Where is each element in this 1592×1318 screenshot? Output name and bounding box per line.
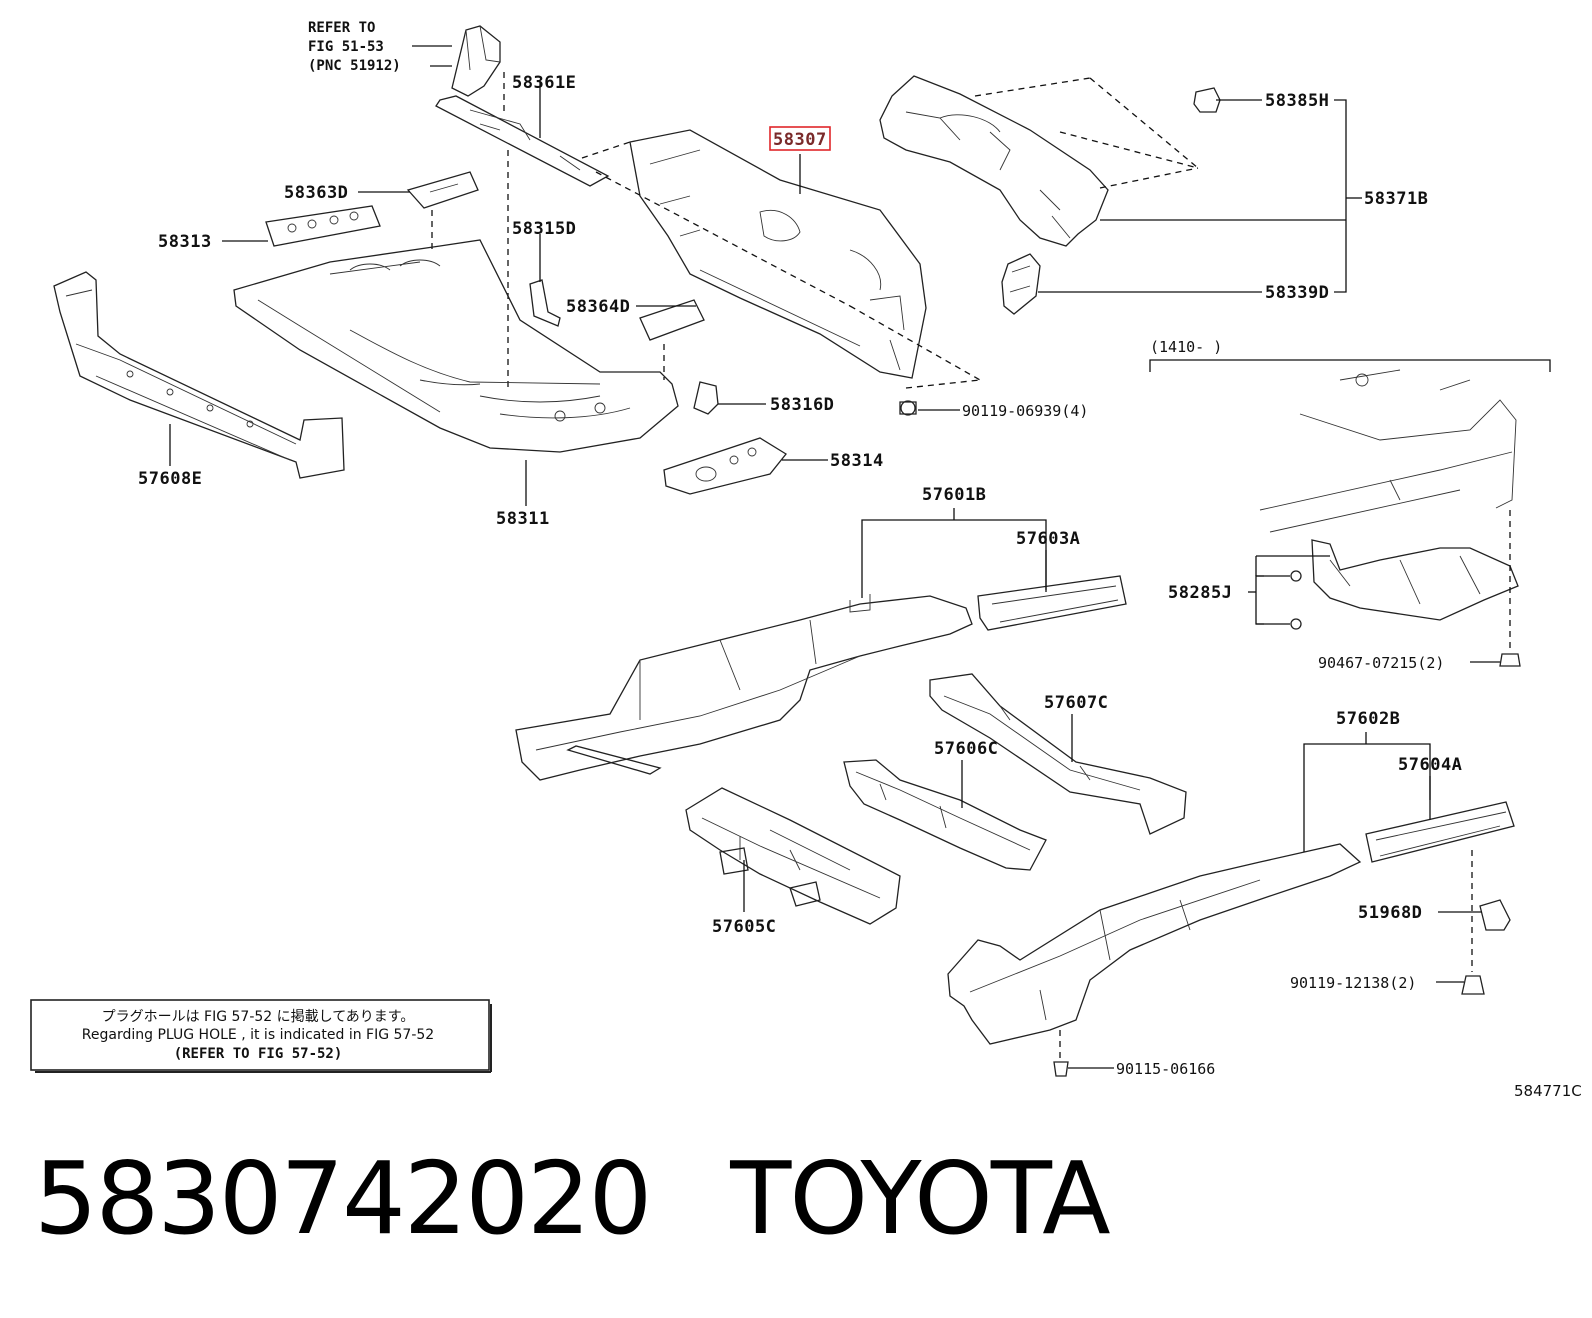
part-58364D: 58364D	[566, 297, 705, 380]
label-57607C: 57607C	[1044, 693, 1108, 713]
label-57605C: 57605C	[712, 917, 776, 937]
part-57605C: 57605C	[685, 787, 901, 937]
label-57608E: 57608E	[138, 469, 202, 489]
part-58315D: 58315D	[512, 219, 576, 327]
part-57608E: 57608E	[53, 271, 345, 489]
figure-code: 584771C	[1514, 1082, 1582, 1100]
label-51968D: 51968D	[1358, 903, 1422, 923]
label-58364D: 58364D	[566, 297, 630, 317]
label-57604A: 57604A	[1398, 755, 1462, 775]
part-58311-floor-pan: 58311	[233, 239, 679, 529]
highlight-58307-box	[769, 126, 831, 151]
inset-1410: (1410- ) 58285J 90467-07215(2)	[1149, 338, 1551, 672]
label-90115-06166: 90115-06166	[1116, 1060, 1215, 1078]
note-refer: (REFER TO FIG 57-52)	[174, 1046, 343, 1062]
refer-to-line-1: REFER TO	[308, 20, 375, 36]
part-57603A: 57603A	[977, 529, 1127, 631]
label-58311: 58311	[496, 509, 550, 529]
note-english: Regarding PLUG HOLE , it is indicated in…	[82, 1027, 434, 1043]
part-58314: 58314	[663, 437, 884, 495]
bolt-90115-06166: 90115-06166	[1053, 1030, 1215, 1078]
upper-bracket-part	[451, 25, 501, 97]
footer-part-number: 5830742020	[34, 1140, 652, 1257]
part-58363D: 58363D	[284, 171, 479, 250]
label-58313: 58313	[158, 232, 212, 252]
part-58385H: 58385H	[1193, 87, 1329, 113]
bolt-90119-06939: 90119-06939(4)	[899, 400, 1088, 420]
label-90119-12138: 90119-12138(2)	[1290, 974, 1416, 992]
part-58361E: 58361E	[435, 72, 610, 390]
label-58314: 58314	[830, 451, 884, 471]
label-57603A: 57603A	[1016, 529, 1080, 549]
refer-to-line-2: FIG 51-53	[308, 39, 384, 55]
label-58307: 58307	[773, 130, 827, 150]
label-57606C: 57606C	[934, 739, 998, 759]
label-58339D: 58339D	[1265, 283, 1329, 303]
part-57604A: 57604A	[1365, 755, 1515, 863]
part-58371B-assembly	[879, 75, 1199, 247]
label-58285J: 58285J	[1168, 583, 1232, 603]
label-57602B: 57602B	[1336, 709, 1400, 729]
bolt-90119-12138: 90119-12138(2)	[1290, 974, 1485, 995]
label-90119-06939: 90119-06939(4)	[962, 402, 1088, 420]
label-90467-07215: 90467-07215(2)	[1318, 654, 1444, 672]
part-51968D: 51968D	[1358, 850, 1511, 972]
refer-to-line-3: (PNC 51912)	[308, 58, 401, 74]
part-58307-panel: 58307	[581, 126, 981, 389]
label-58361E: 58361E	[512, 73, 576, 93]
label-58315D: 58315D	[512, 219, 576, 239]
footer-brand: TOYOTA	[730, 1140, 1110, 1257]
part-57606C: 57606C	[843, 739, 1047, 871]
bracket-58371B: 58371B 58339D	[1038, 99, 1428, 303]
footer-caption: 5830742020 TOYOTA	[34, 1140, 1189, 1257]
part-58316D: 58316D	[693, 381, 834, 415]
part-57607C: 57607C	[929, 673, 1187, 835]
part-58313: 58313	[158, 205, 381, 252]
note-japanese: プラグホールは FIG 57-52 に掲載してあります。	[102, 1009, 415, 1025]
part-57602B: 57602B	[947, 709, 1431, 1045]
label-57601B: 57601B	[922, 485, 986, 505]
label-58316D: 58316D	[770, 395, 834, 415]
part-58339D	[1001, 253, 1041, 315]
part-57601B: 57601B	[515, 485, 1047, 781]
label-58385H: 58385H	[1265, 91, 1329, 111]
inset-range-label: (1410- )	[1150, 338, 1222, 356]
label-58363D: 58363D	[284, 183, 348, 203]
plug-hole-note: プラグホールは FIG 57-52 に掲載してあります。 Regarding P…	[30, 999, 492, 1073]
label-58371B: 58371B	[1364, 189, 1428, 209]
refer-to-note: REFER TO FIG 51-53 (PNC 51912)	[308, 20, 452, 74]
